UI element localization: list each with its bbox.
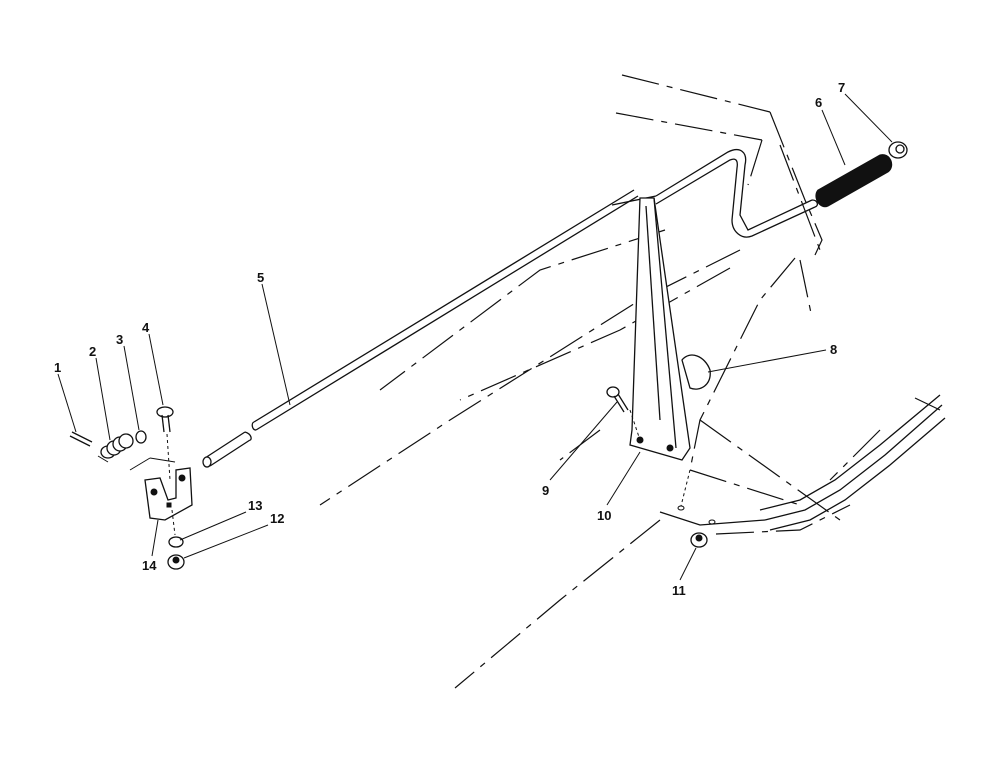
deck-side-panel [659, 394, 946, 531]
deck-hole-part-8 [681, 354, 711, 390]
nut-part-11 [677, 469, 716, 548]
callout-5: 5 [257, 270, 264, 285]
callout-9: 9 [542, 483, 549, 498]
nut-part-12 [167, 509, 185, 570]
deck-housing-outline [319, 74, 941, 689]
callout-2: 2 [89, 344, 96, 359]
callout-8: 8 [830, 342, 837, 357]
spring-part-2 [97, 433, 134, 463]
callout-1: 1 [54, 360, 61, 375]
carriage-bolt-part-4 [156, 406, 174, 481]
callout-leader-lines [57, 93, 893, 581]
mounting-bracket-part-10 [629, 197, 691, 461]
callout-10: 10 [597, 508, 611, 523]
hairpin-cotter-part-1 [69, 431, 93, 447]
callout-4: 4 [142, 320, 150, 335]
callout-12: 12 [270, 511, 284, 526]
callout-14: 14 [142, 558, 157, 573]
callout-11: 11 [672, 583, 686, 598]
carriage-bolt-part-9 [606, 386, 641, 441]
rod-end-segment [202, 431, 252, 468]
callout-3: 3 [116, 332, 123, 347]
pivot-bracket-part-14 [129, 457, 193, 521]
callout-6: 6 [815, 95, 822, 110]
grip-cap-part-7 [888, 141, 908, 159]
callout-labels: 1 2 3 4 5 6 7 8 9 10 11 12 13 14 [54, 80, 845, 598]
callout-7: 7 [838, 80, 845, 95]
handle-grip-part-6 [815, 154, 893, 208]
bail-rod-part-5 [251, 149, 819, 431]
washer-part-3 [135, 430, 147, 444]
callout-13: 13 [248, 498, 262, 513]
lock-washer-part-13 [168, 536, 184, 548]
